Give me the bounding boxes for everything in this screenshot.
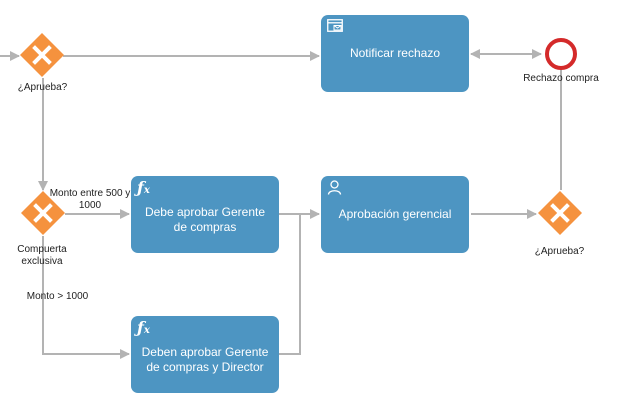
gateway-approve-top-label: ¿Aprueba?: [17, 82, 68, 93]
script-icon: ƒx: [137, 318, 150, 337]
gateway-exclusive[interactable]: [21, 191, 65, 235]
user-icon: [327, 180, 342, 199]
gateway-approve-right[interactable]: [538, 191, 582, 235]
gateway-approve-top[interactable]: [20, 33, 64, 77]
task-label: Debe aprobar Gerente de compras: [144, 204, 266, 234]
flow-label-over-1000: Monto > 1000: [26, 291, 89, 302]
message-icon: [327, 19, 343, 36]
end-event-reject[interactable]: [545, 38, 577, 70]
task-label: Aprobación gerencial: [338, 207, 452, 221]
flow-over-1000[interactable]: [42, 236, 130, 359]
end-event-label: Rechazo compra: [523, 73, 599, 84]
task-label: Notificar rechazo: [349, 46, 441, 60]
gateway-exclusive-label: Compuerta exclusiva: [17, 244, 67, 267]
task-label: Deben aprobar Gerente de compras y Direc…: [141, 344, 269, 374]
task-purchase-manager-approval[interactable]: ƒx Debe aprobar Gerente de compras: [131, 176, 279, 253]
gateway-approve-right-label: ¿Aprueba?: [534, 246, 585, 257]
task-manager-approval[interactable]: Aprobación gerencial: [321, 176, 469, 253]
script-icon: ƒx: [137, 178, 150, 197]
task-notify-rejection[interactable]: Notificar rechazo: [321, 15, 469, 92]
flow-director-to-approval[interactable]: [279, 214, 301, 355]
flow-label-between-500-1000: Monto entre 500 y 1000: [49, 188, 131, 211]
task-manager-and-director-approval[interactable]: ƒx Deben aprobar Gerente de compras y Di…: [131, 316, 279, 393]
